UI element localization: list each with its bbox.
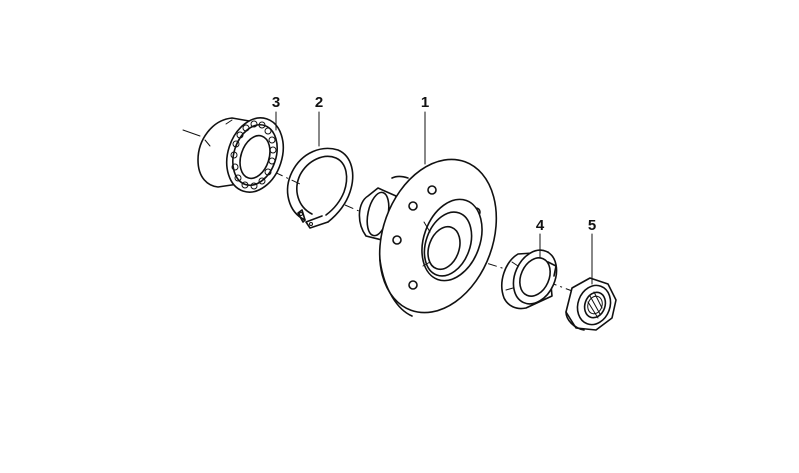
callout-number-2: 2 (315, 94, 323, 111)
callout-number-3: 3 (272, 94, 280, 111)
wheel-hub-part-1[interactable] (358, 143, 516, 329)
hex-nut-part-5[interactable] (565, 277, 617, 331)
callout-number-5: 5 (588, 217, 596, 234)
callout-number-1: 1 (421, 94, 429, 111)
wheel-bearing-part-3[interactable] (197, 111, 292, 200)
callout-number-4: 4 (536, 217, 545, 234)
bearing-rollers (230, 120, 277, 190)
circlip-part-2[interactable] (286, 147, 354, 229)
leader-lines (275, 111, 593, 285)
lock-ring-part-4[interactable] (501, 243, 565, 310)
